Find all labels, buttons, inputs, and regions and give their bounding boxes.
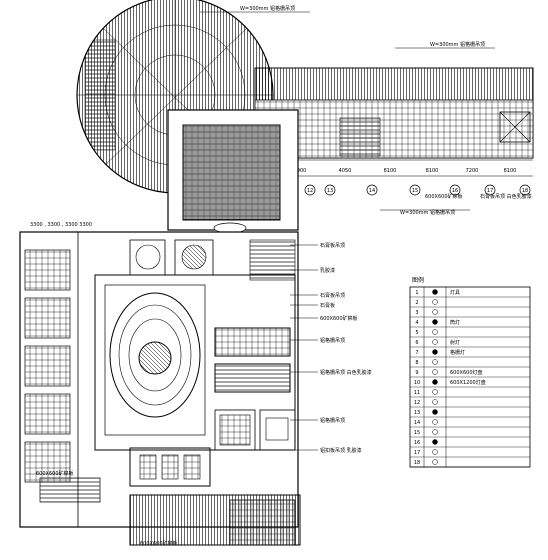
legend-row-label: 600X600灯盘 — [450, 369, 483, 376]
legend-symbol-icon — [432, 309, 438, 315]
axis-12: 12 — [307, 188, 313, 194]
dim-6: 8100 — [504, 168, 517, 174]
axis-18: 18 — [522, 188, 528, 194]
legend-symbol-icon — [432, 369, 438, 375]
legend-row-number: 9 — [415, 370, 418, 376]
legend-symbol-icon — [432, 409, 438, 415]
dim-4: 8100 — [426, 168, 439, 174]
legend-symbol-icon — [432, 449, 438, 455]
left-dims: 3300 , 3300 , 3300 3300 — [30, 222, 92, 228]
legend-row-number: 18 — [414, 460, 420, 466]
legend-row-number: 14 — [414, 420, 420, 426]
top-dim-label: W=300mm 铝格栅吊顶 — [240, 5, 295, 12]
legend-row-number: 11 — [414, 390, 420, 396]
legend-symbol-icon — [432, 429, 438, 435]
bottom-mid-label: 600X600矿棉板 — [140, 540, 178, 547]
corridor-ceiling — [254, 67, 534, 177]
callout-9: 铝扣板吊顶 乳胶漆 — [320, 447, 362, 454]
callout-2: 乳胶漆 — [320, 267, 335, 274]
legend-row-number: 6 — [415, 340, 418, 346]
axis-14: 14 — [369, 188, 375, 194]
axis-15: 15 — [412, 188, 418, 194]
callout-4: 石膏板 — [320, 302, 335, 309]
axis-17: 17 — [487, 188, 493, 194]
legend-symbol-icon — [432, 439, 438, 445]
dim-3: 8100 — [384, 168, 397, 174]
callout-3: 石膏板吊顶 — [320, 292, 345, 299]
legend-symbol-icon — [432, 379, 438, 385]
axis-16: 16 — [452, 188, 458, 194]
legend-symbol-icon — [432, 359, 438, 365]
main-floor: 3300 , 3300 , 3300 3300 — [19, 222, 301, 546]
legend-symbol-icon — [432, 329, 438, 335]
legend-row-number: 12 — [414, 400, 420, 406]
callout-6: 铝格栅吊顶 — [320, 337, 345, 344]
legend-row-number: 17 — [414, 450, 420, 456]
dim-1: 3900 — [294, 168, 307, 174]
right-dim-label: W=300mm 铝格栅吊顶 — [430, 41, 485, 48]
legend-symbol-icon — [432, 389, 438, 395]
legend-row-number: 7 — [415, 350, 418, 356]
callout-5: 600X600矿棉板 — [320, 315, 358, 322]
legend-title: 图例 — [412, 276, 424, 284]
legend-row-number: 10 — [414, 380, 420, 386]
bottom-dim-label: W=300mm 铝格栅吊顶 — [400, 209, 455, 216]
legend-row-label: 600X1200灯盘 — [450, 379, 486, 386]
legend-row-label: 格栅灯 — [450, 349, 465, 356]
tag-right-2: 石膏板吊顶 白色乳胶漆 — [480, 193, 532, 200]
legend-symbol-icon — [432, 349, 438, 355]
legend-row-label: 筒灯 — [450, 319, 460, 326]
legend-row-number: 1 — [415, 290, 418, 296]
upper-hall — [167, 109, 299, 234]
legend-symbol-icon — [432, 459, 438, 465]
callout-8: 铝格栅吊顶 — [320, 417, 345, 424]
legend-row-number: 2 — [415, 300, 418, 306]
dim-5: 7200 — [466, 168, 479, 174]
legend-row-number: 15 — [414, 430, 420, 436]
legend-row-number: 8 — [415, 360, 418, 366]
legend-row-number: 5 — [415, 330, 418, 336]
callout-1: 石膏板吊顶 — [320, 242, 345, 249]
tag-right-1: 600X600矿棉板 — [425, 193, 463, 200]
dim-2: 4050 — [339, 168, 352, 174]
legend-symbol-icon — [432, 319, 438, 325]
legend-symbol-icon — [432, 299, 438, 305]
legend-row-label: 灯具 — [450, 289, 460, 296]
legend-row-number: 4 — [415, 320, 418, 326]
callout-7: 铝格栅吊顶 白色乳胶漆 — [320, 369, 372, 376]
legend-symbol-icon — [432, 339, 438, 345]
legend-row-number: 16 — [414, 440, 420, 446]
legend-symbol-icon — [432, 419, 438, 425]
legend-row-label: 射灯 — [450, 339, 460, 346]
bottom-left-label: 600X600矿棉板 — [36, 470, 74, 477]
legend-symbol-icon — [432, 289, 438, 295]
axis-13: 13 — [327, 188, 333, 194]
legend-row-number: 3 — [415, 310, 418, 316]
legend-symbol-icon — [432, 399, 438, 405]
legend-table: 图例 1 灯具 2 3 4 筒灯 5 6 射灯 7 格栅灯 8 9 600X600灯盘 10 600X1200… — [409, 276, 531, 468]
legend-row-number: 13 — [414, 410, 420, 416]
